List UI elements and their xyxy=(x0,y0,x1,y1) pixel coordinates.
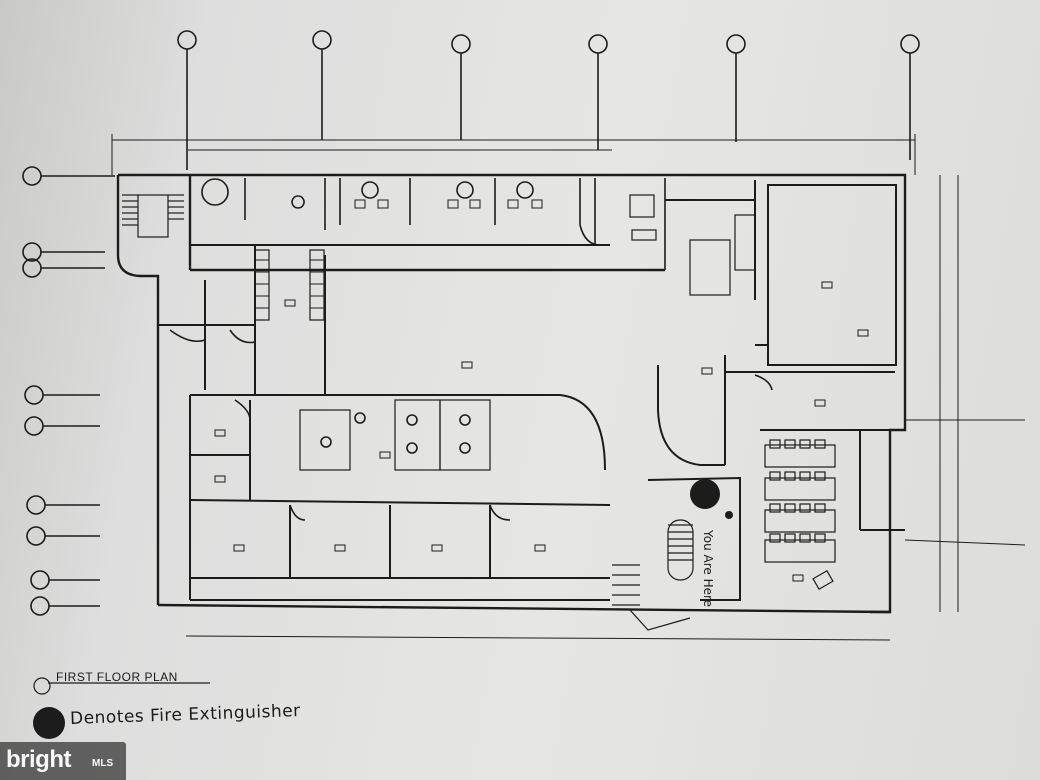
stair-south xyxy=(612,476,741,631)
watermark-suffix: MLS xyxy=(92,758,114,769)
watermark-brand: bright xyxy=(6,746,71,773)
west-rooms xyxy=(189,394,255,500)
open-office-area xyxy=(255,361,606,471)
brand-watermark: bright MLS xyxy=(0,742,126,780)
north-offices xyxy=(190,178,666,270)
row-grid-markers xyxy=(22,166,115,616)
fire-extinguisher-marker xyxy=(690,479,720,509)
training-room xyxy=(764,419,1026,591)
stair-northwest xyxy=(122,194,184,238)
fire-extinguisher-legend-icon xyxy=(33,707,65,739)
you-are-here-label: You Are Here xyxy=(701,530,715,608)
you-are-here-dot xyxy=(725,511,733,519)
east-rooms xyxy=(657,180,897,466)
dimension-lines xyxy=(111,134,959,641)
central-corridor xyxy=(158,245,326,395)
plan-title-bubble xyxy=(33,677,51,695)
south-rooms xyxy=(189,499,611,601)
column-grid-markers xyxy=(177,30,920,170)
plan-title: FIRST FLOOR PLAN xyxy=(56,670,178,684)
exterior-walls xyxy=(116,173,907,614)
